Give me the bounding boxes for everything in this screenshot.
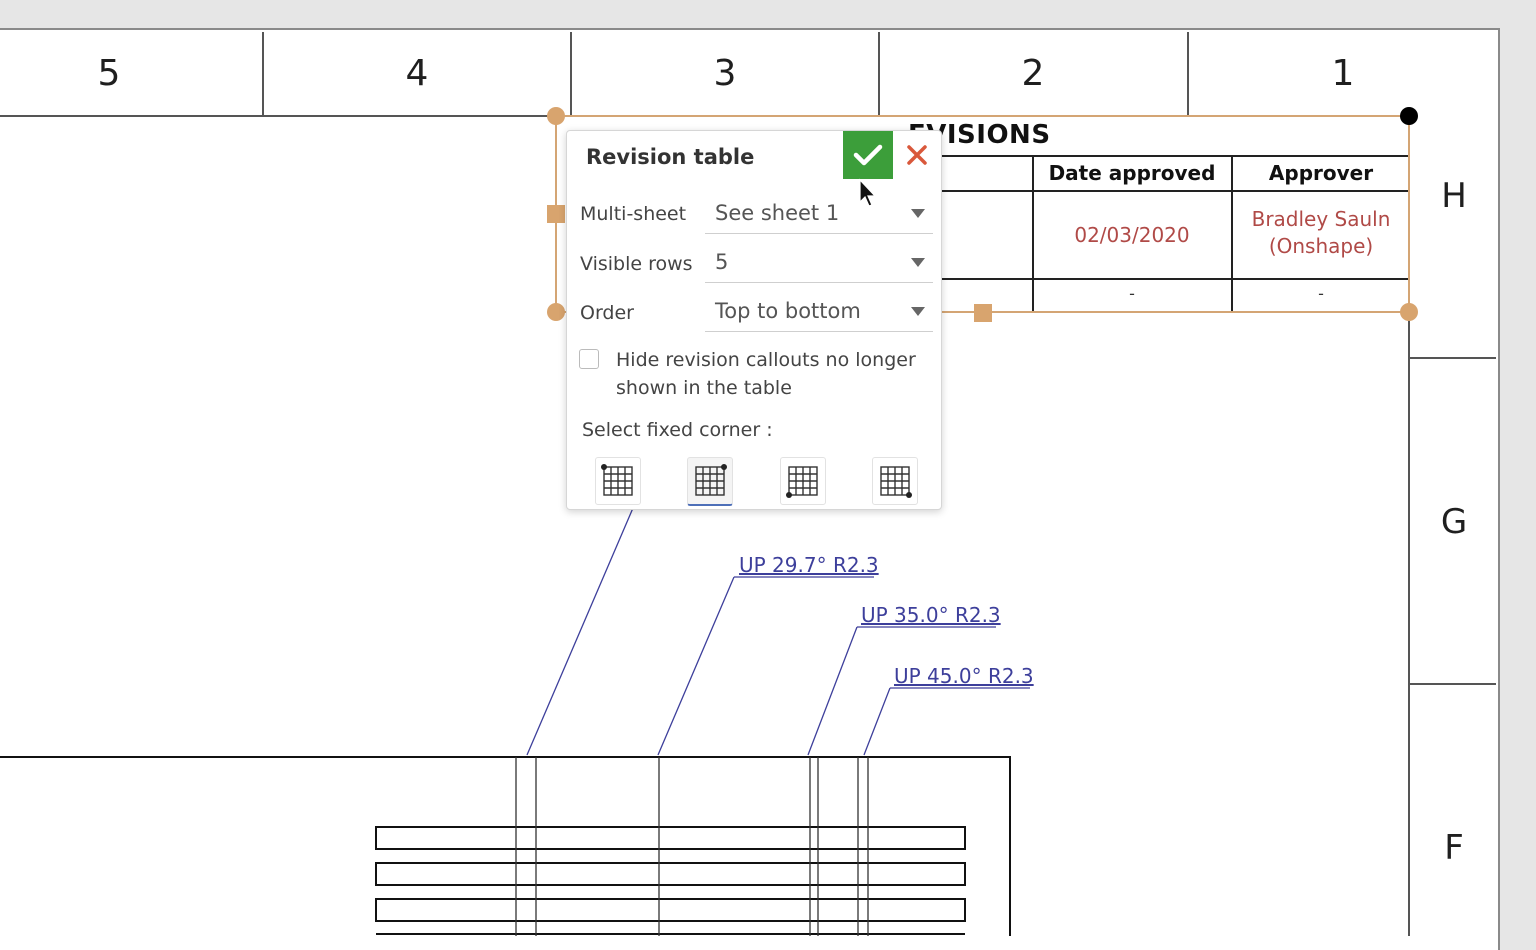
cell-date-empty: -	[1129, 284, 1135, 303]
table-top-right-corner-icon	[695, 464, 727, 496]
fixed-corner-anchor[interactable]	[1400, 107, 1418, 125]
bend-callout-1[interactable]: UP 29.7° R2.3	[739, 553, 879, 577]
chevron-down-icon	[911, 209, 925, 218]
zone-right-border	[1408, 312, 1410, 936]
resize-handle-top-left[interactable]	[547, 107, 565, 125]
cell-approver-name: Bradley Sauln	[1251, 207, 1391, 231]
header-approver: Approver	[1268, 161, 1374, 185]
multi-sheet-label: Multi-sheet	[580, 203, 687, 225]
order-value: Top to bottom	[715, 299, 861, 323]
zone-column-4: 4	[405, 53, 429, 94]
close-icon	[907, 145, 927, 165]
zone-header-bottom-line	[0, 115, 556, 117]
multi-sheet-value: See sheet 1	[715, 201, 840, 225]
selection-frame-top	[556, 115, 1410, 117]
table-top-left-corner-icon	[601, 464, 633, 496]
zone-divider	[1187, 32, 1189, 116]
resize-handle-bottom-mid[interactable]	[974, 304, 992, 322]
zone-divider	[570, 32, 572, 116]
zone-divider	[262, 32, 264, 116]
corner-bottom-right-button[interactable]	[872, 457, 918, 505]
dialog-title: Revision table	[586, 145, 755, 169]
cell-approver-empty: -	[1318, 284, 1324, 303]
chevron-down-icon	[911, 307, 925, 316]
revision-table-line	[940, 278, 1410, 280]
table-bottom-left-corner-icon	[786, 466, 818, 498]
visible-rows-label: Visible rows	[580, 253, 693, 275]
corner-top-left-button[interactable]	[595, 457, 641, 505]
fixed-corner-label: Select fixed corner :	[582, 419, 773, 441]
resize-handle-bottom-left[interactable]	[547, 303, 565, 321]
chevron-down-icon	[911, 258, 925, 267]
cell-approver: Bradley Sauln (Onshape)	[1232, 206, 1410, 260]
multi-sheet-select[interactable]: See sheet 1	[705, 195, 933, 234]
zone-row-h: H	[1441, 176, 1467, 216]
zone-row-g: G	[1440, 502, 1468, 542]
cell-approver-org: (Onshape)	[1268, 234, 1374, 258]
zone-column-3: 3	[713, 53, 737, 94]
zone-column-2: 2	[1021, 53, 1045, 94]
resize-handle-bottom-right[interactable]	[1400, 303, 1418, 321]
confirm-button[interactable]	[843, 131, 893, 179]
revision-table-dialog: Revision table Multi-sheet See sheet 1 V…	[566, 130, 942, 510]
cancel-button[interactable]	[901, 139, 933, 171]
hide-callouts-label: Hide revision callouts no longer shown i…	[616, 349, 916, 399]
visible-rows-select[interactable]: 5	[705, 244, 933, 283]
hide-callouts-checkbox[interactable]	[579, 349, 599, 369]
visible-rows-value: 5	[715, 250, 729, 274]
header-date-approved: Date approved	[1048, 161, 1216, 185]
order-select[interactable]: Top to bottom	[705, 293, 933, 332]
selection-frame-right	[1408, 116, 1410, 312]
zone-column-1: 1	[1331, 53, 1355, 94]
mouse-cursor-icon	[859, 178, 877, 207]
resize-handle-left-mid[interactable]	[547, 205, 565, 223]
zone-divider-row	[1410, 683, 1496, 685]
corner-top-right-button[interactable]	[687, 457, 733, 506]
bend-callout-2[interactable]: UP 35.0° R2.3	[861, 603, 1001, 627]
cell-date-approved: 02/03/2020	[1074, 223, 1190, 247]
revision-table-line	[940, 190, 1410, 192]
zone-divider-row	[1410, 357, 1496, 359]
corner-bottom-left-button[interactable]	[780, 457, 826, 505]
order-label: Order	[580, 302, 634, 324]
table-bottom-right-corner-icon	[880, 466, 912, 498]
bend-callout-3[interactable]: UP 45.0° R2.3	[894, 664, 1034, 688]
checkmark-icon	[853, 144, 883, 166]
revision-table-col-line	[1032, 156, 1034, 312]
revision-table-col-line	[1231, 156, 1233, 312]
zone-divider	[878, 32, 880, 116]
zone-column-5: 5	[97, 53, 121, 94]
zone-row-f: F	[1444, 828, 1464, 868]
revision-table-line	[940, 155, 1410, 157]
